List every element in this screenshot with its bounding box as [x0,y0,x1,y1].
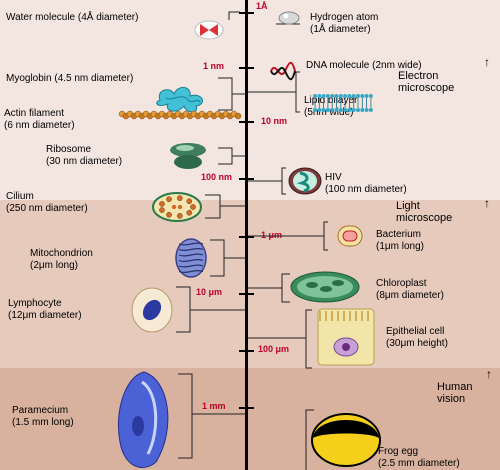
human-vision-label: Human vision [437,381,473,405]
epithelial-cell-icon [317,308,375,366]
up-arrow-icon: ↑ [484,196,490,210]
scale-1nm: 1 nm [203,61,225,71]
ribosome-icon [170,143,206,169]
tick-10nm [239,121,254,123]
up-arrow-icon: ↑ [486,367,492,381]
paramecium-icon [117,371,169,468]
label-bacterium: Bacterium(1μm long) [376,229,424,252]
scale-100nm: 100 nm [201,172,233,182]
label-cilium: Cilium(250 nm diameter) [6,191,88,214]
scale-10um: 10 μm [196,287,223,297]
tick-angstrom [239,12,254,14]
label-water-molecule: Water molecule (4Å diameter) [6,12,139,23]
hydrogen-atom-icon [278,11,300,25]
hiv-icon [288,167,322,195]
electron-microscope-label: Electron microscope [398,70,455,94]
up-arrow-icon: ↑ [484,55,490,69]
tick-100nm [239,178,254,180]
label-lymphocyte: Lymphocyte(12μm diameter) [8,298,82,321]
tick-10um [239,293,254,295]
scale-100um: 100 μm [258,344,290,354]
tick-1mm [239,407,254,409]
scale-1um: 1 μm [261,230,283,240]
scale-axis [245,0,248,470]
label-epithelial-cell: Epithelial cell(30μm height) [386,326,448,349]
human-vision-band [0,368,500,470]
label-mitochondrion: Mitochondrion(2μm long) [30,248,93,271]
tick-1nm [239,67,254,69]
scale-10nm: 10 nm [261,116,288,126]
label-dna: DNA molecule (2nm wide) [306,60,422,71]
label-hiv: HIV(100 nm diameter) [325,172,407,195]
tick-100um [239,350,254,352]
scale-angstrom: 1Å [256,1,268,11]
label-lipid-bilayer: Lipid bilayer(5nm wide) [304,95,358,118]
lipid-bilayer-icon [313,94,373,112]
tick-1um [239,236,254,238]
frog-egg-icon [311,413,381,467]
label-actin-filament: Actin filament(6 nm diameter) [4,108,75,131]
lymphocyte-icon [131,287,173,333]
dna-molecule-icon [270,61,296,81]
scale-1mm: 1 mm [202,401,226,411]
water-molecule-icon [194,20,224,40]
light-microscope-band [0,200,500,368]
label-paramecium: Paramecium(1.5 mm long) [12,405,74,428]
light-microscope-label: Light microscope [396,200,453,224]
label-chloroplast: Chloroplast(8μm diameter) [376,278,444,301]
myoglobin-icon [156,87,204,113]
label-frog-egg: Frog egg(2.5 mm diameter) [378,446,460,469]
label-hydrogen-atom: Hydrogen atom(1Å diameter) [310,12,379,35]
label-ribosome: Ribosome(30 nm diameter) [46,144,123,167]
molecular-band [0,0,500,200]
cilium-icon [152,192,202,222]
chloroplast-icon [290,271,360,303]
bacterium-icon [337,225,363,247]
actin-filament-icon [118,110,242,120]
mitochondrion-icon [175,238,207,278]
label-myoglobin: Myoglobin (4.5 nm diameter) [6,73,134,84]
